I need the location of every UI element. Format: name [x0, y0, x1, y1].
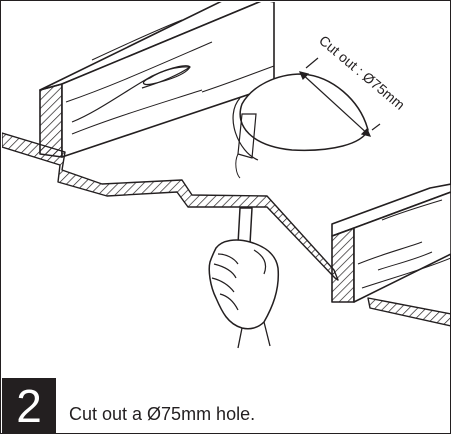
step-caption: Cut out a Ø75mm hole. [69, 404, 256, 424]
dimension-indicator [298, 57, 381, 137]
hand-with-saw [208, 207, 280, 349]
right-joist [331, 183, 451, 303]
step-number-badge: 2 [2, 378, 56, 434]
left-joist [39, 2, 275, 158]
cutout-hole [232, 73, 369, 179]
ceiling-cutout-illustration: Cut out : Ø75mm [2, 2, 451, 349]
